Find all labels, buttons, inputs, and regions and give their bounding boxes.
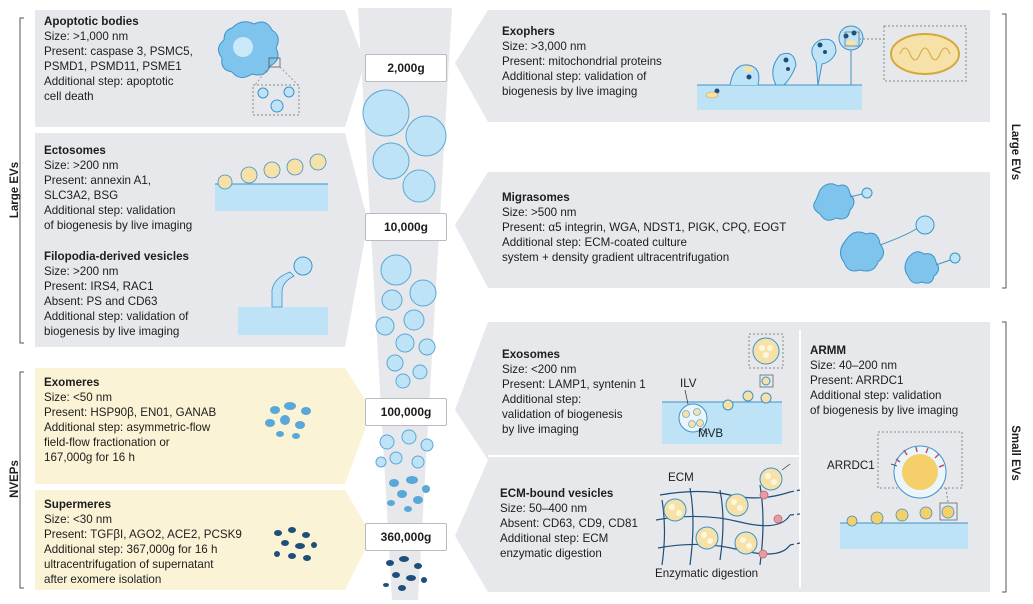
supermeres-text: Supermeres Size: <30 nm Present: TGFβI, … xyxy=(44,497,242,587)
exophers-text: Exophers Size: >3,000 nm Present: mitoch… xyxy=(502,24,662,99)
armm-line: Additional step: validation xyxy=(810,389,942,402)
speed-360000g: 360,000g xyxy=(365,523,447,551)
ecm-line: enzymatic digestion xyxy=(500,547,602,560)
exophers-line: Present: mitochondrial proteins xyxy=(502,55,662,68)
filopodia-line: Size: >200 nm xyxy=(44,265,119,278)
filopodia-line: biogenesis by live imaging xyxy=(44,325,180,338)
filopodia-title: Filopodia-derived vesicles xyxy=(44,250,189,263)
filopodia-icon xyxy=(238,256,328,335)
ectosomes-text: Ectosomes Size: >200 nm Present: annexin… xyxy=(44,143,192,233)
speed-10000g: 10,000g xyxy=(365,213,447,241)
ecm-vesicles-text: ECM-bound vesicles Size: 50–400 nm Absen… xyxy=(500,486,638,561)
apoptotic-bodies-text: Apoptotic bodies Size: >1,000 nm Present… xyxy=(44,14,193,104)
exosome-icon xyxy=(662,333,784,444)
exosomes-line: Size: <200 nm xyxy=(502,363,577,376)
ecm-vesicles-icon xyxy=(655,463,801,566)
migrasome-icon xyxy=(813,183,961,284)
enzymatic-digestion-label: Enzymatic digestion xyxy=(655,567,759,580)
apoptotic-line: Size: >1,000 nm xyxy=(44,30,129,43)
ectosomes-line: Additional step: validation xyxy=(44,204,176,217)
exosomes-line: Present: LAMP1, syntenin 1 xyxy=(502,378,646,391)
filopodia-line: Absent: PS and CD63 xyxy=(44,295,158,308)
side-label-nveps: NVEPs xyxy=(9,460,21,498)
filopodia-line: Additional step: validation of xyxy=(44,310,189,323)
exomeres-line: 167,000g for 16 h xyxy=(44,451,135,464)
supermeres-line: ultracentrifugation of supernatant xyxy=(44,558,214,571)
apoptotic-line: PSMD1, PSMD11, PSME1 xyxy=(44,60,182,73)
ectosomes-line: SLC3A2, BSG xyxy=(44,189,119,202)
armm-line: Present: ARRDC1 xyxy=(810,374,904,387)
supermeres-line: Present: TGFβI, AGO2, ACE2, PCSK9 xyxy=(44,528,242,541)
exomeres-line: Present: HSP90β, EN01, GANAB xyxy=(44,406,217,419)
exophers-line: Size: >3,000 nm xyxy=(502,40,587,53)
armm-line: Size: 40–200 nm xyxy=(810,359,898,372)
filopodia-line: Present: IRS4, RAC1 xyxy=(44,280,154,293)
migrasomes-line: Size: >500 nm xyxy=(502,206,577,219)
exosomes-title: Exosomes xyxy=(502,348,560,361)
arrdc1-label: ARRDC1 xyxy=(827,459,875,472)
exomeres-line: field-flow fractionation or xyxy=(44,436,170,449)
tube-exomeres xyxy=(387,476,430,512)
migrasomes-line: Additional step: ECM-coated culture xyxy=(502,236,687,249)
exopher-icon xyxy=(697,25,967,110)
ilv-label: ILV xyxy=(680,377,697,390)
tube-vesicles xyxy=(362,89,447,469)
ecm-label: ECM xyxy=(668,471,694,484)
exosomes-text: Exosomes Size: <200 nm Present: LAMP1, s… xyxy=(502,347,646,437)
exosomes-line: Additional step: xyxy=(502,393,582,406)
exosomes-line: validation of biogenesis xyxy=(502,408,623,421)
exomeres-line: Size: <50 nm xyxy=(44,391,112,404)
supermeres-line: Size: <30 nm xyxy=(44,513,112,526)
supermeres-title: Supermeres xyxy=(44,498,112,511)
apoptotic-line: Present: caspase 3, PSMC5, xyxy=(44,45,193,58)
panel-exomeres-bg xyxy=(35,368,372,484)
supermeres-line: after exomere isolation xyxy=(44,573,162,586)
armm-line: of biogenesis by live imaging xyxy=(810,404,959,417)
ecm-line: Size: 50–400 nm xyxy=(500,502,588,515)
exophers-line: Additional step: validation of xyxy=(502,70,647,83)
exomeres-line: Additional step: asymmetric-flow xyxy=(44,421,211,434)
exosomes-line: by live imaging xyxy=(502,423,579,436)
side-label-large-evs-left: Large EVs xyxy=(9,161,21,219)
exophers-line: biogenesis by live imaging xyxy=(502,85,638,98)
filopodia-text: Filopodia-derived vesicles Size: >200 nm… xyxy=(44,249,189,339)
ectosomes-line: of biogenesis by live imaging xyxy=(44,219,193,232)
exophers-title: Exophers xyxy=(502,25,555,38)
supermere-icon xyxy=(274,527,317,561)
ecm-title: ECM-bound vesicles xyxy=(500,487,614,500)
apoptotic-line: Additional step: apoptotic xyxy=(44,75,174,88)
speed-2000g: 2,000g xyxy=(365,54,447,82)
apoptotic-title: Apoptotic bodies xyxy=(44,15,139,28)
supermeres-line: Additional step: 367,000g for 16 h xyxy=(44,543,218,556)
side-label-large-evs-right: Large EVs xyxy=(1009,123,1021,181)
apoptotic-line: cell death xyxy=(44,90,94,103)
migrasomes-line: system + density gradient ultracentrifug… xyxy=(502,251,730,264)
panel-apoptotic-bg xyxy=(35,10,365,127)
exomere-icon xyxy=(265,402,311,439)
mvb-label: MVB xyxy=(698,427,724,440)
ecm-line: Absent: CD63, CD9, CD81 xyxy=(500,517,638,530)
apoptotic-body-icon xyxy=(218,21,300,116)
migrasomes-text: Migrasomes Size: >500 nm Present: α5 int… xyxy=(502,190,786,265)
armm-icon xyxy=(840,431,968,549)
exomeres-title: Exomeres xyxy=(44,376,100,389)
ectosomes-title: Ectosomes xyxy=(44,144,106,157)
speed-100000g: 100,000g xyxy=(365,398,447,426)
tube-supermeres xyxy=(383,556,427,591)
ectosomes-line: Size: >200 nm xyxy=(44,159,119,172)
panel-supermeres-bg xyxy=(35,490,372,590)
ecm-line: Additional step: ECM xyxy=(500,532,609,545)
migrasomes-title: Migrasomes xyxy=(502,191,570,204)
armm-title: ARMM xyxy=(810,344,847,357)
exomeres-text: Exomeres Size: <50 nm Present: HSP90β, E… xyxy=(44,375,216,465)
ectosome-icon xyxy=(215,153,328,211)
armm-text: ARMM Size: 40–200 nm Present: ARRDC1 Add… xyxy=(810,343,958,418)
migrasomes-line: Present: α5 integrin, WGA, NDST1, PIGK, … xyxy=(502,221,787,234)
side-label-small-evs: Small EVs xyxy=(1009,425,1021,481)
ectosomes-line: Present: annexin A1, xyxy=(44,174,151,187)
